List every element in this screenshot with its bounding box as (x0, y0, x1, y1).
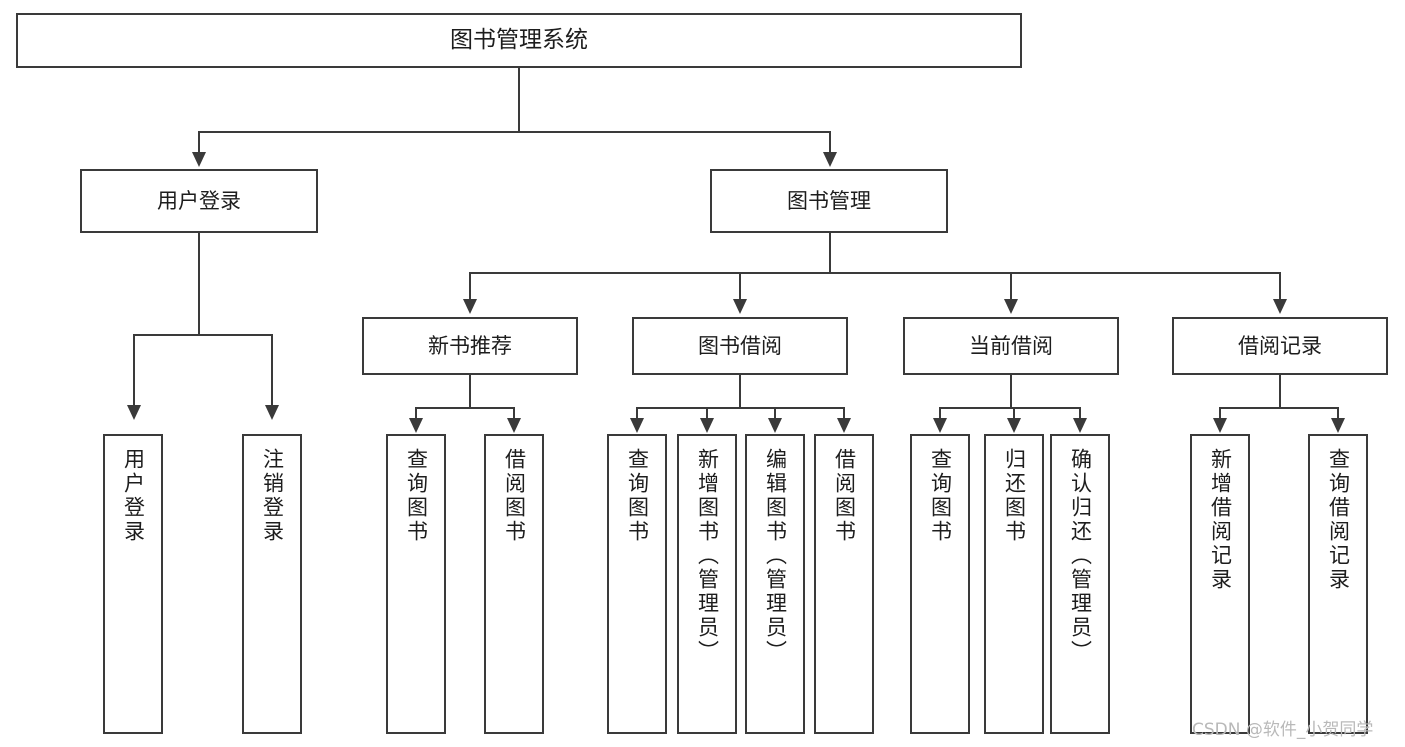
arrow-current-borrow-to-leaf-2 (1007, 418, 1021, 433)
node-book-borrow[interactable]: 图书借阅 (632, 317, 848, 375)
node-book-manage[interactable]: 图书管理 (710, 169, 948, 233)
node-leaf-add-record-label: 新增借阅记录 (1208, 448, 1233, 592)
node-leaf-add-book-label: 新增图书（管理员） (695, 448, 720, 664)
connector-root-bus (198, 131, 830, 133)
arrow-book-borrow-to-leaf-1 (630, 418, 644, 433)
node-book-borrow-label: 图书借阅 (698, 333, 782, 358)
connector-current-borrow-to-leaf-3 (1079, 407, 1081, 419)
node-borrow-record-label: 借阅记录 (1238, 333, 1322, 358)
node-leaf-query-book-cur-label: 查询图书 (928, 448, 953, 544)
arrow-user-login-to-leaf-1 (127, 405, 141, 420)
arrow-root-to-book-manage (823, 152, 837, 167)
node-book-manage-label: 图书管理 (787, 188, 871, 213)
connector-book-borrow-to-leaf-3 (774, 407, 776, 419)
connector-book-borrow-stem (739, 375, 741, 408)
node-leaf-query-book-cur[interactable]: 查询图书 (910, 434, 970, 734)
node-leaf-add-book[interactable]: 新增图书（管理员） (677, 434, 737, 734)
node-leaf-edit-book-label: 编辑图书（管理员） (763, 448, 788, 664)
connector-book-borrow-to-leaf-2 (706, 407, 708, 419)
node-leaf-borrow-book-rec-label: 借阅图书 (502, 448, 527, 544)
connector-borrow-record-to-leaf-2 (1337, 407, 1339, 419)
node-new-book-rec-label: 新书推荐 (428, 333, 512, 358)
connector-book-manage-stem (829, 233, 831, 273)
node-leaf-query-record[interactable]: 查询借阅记录 (1308, 434, 1368, 734)
connector-book-manage-to-current-borrow (1010, 272, 1012, 300)
arrow-book-borrow-to-leaf-4 (837, 418, 851, 433)
node-leaf-borrow-book-rec[interactable]: 借阅图书 (484, 434, 544, 734)
node-leaf-confirm-return-label: 确认归还（管理员） (1068, 448, 1093, 664)
connector-root-to-user-login (198, 131, 200, 155)
node-leaf-query-book-rec[interactable]: 查询图书 (386, 434, 446, 734)
node-current-borrow-label: 当前借阅 (969, 333, 1053, 358)
node-leaf-query-book-label: 查询图书 (625, 448, 650, 544)
node-leaf-return-book[interactable]: 归还图书 (984, 434, 1044, 734)
node-new-book-rec[interactable]: 新书推荐 (362, 317, 578, 375)
arrow-current-borrow-to-leaf-3 (1073, 418, 1087, 433)
node-user-login[interactable]: 用户登录 (80, 169, 318, 233)
node-leaf-borrow-book-label: 借阅图书 (832, 448, 857, 544)
connector-new-book-rec-to-leaf-1 (415, 407, 417, 419)
node-root[interactable]: 图书管理系统 (16, 13, 1022, 68)
connector-current-borrow-stem (1010, 375, 1012, 408)
connector-book-borrow-to-leaf-4 (843, 407, 845, 419)
node-leaf-edit-book[interactable]: 编辑图书（管理员） (745, 434, 805, 734)
connector-user-login-bus (133, 334, 273, 336)
connector-borrow-record-bus (1219, 407, 1338, 409)
connector-root-stem (518, 68, 520, 132)
connector-book-manage-to-book-borrow (739, 272, 741, 300)
connector-user-login-stem (198, 233, 200, 335)
connector-current-borrow-bus (939, 407, 1080, 409)
arrow-book-manage-to-current-borrow (1004, 299, 1018, 314)
node-leaf-query-book[interactable]: 查询图书 (607, 434, 667, 734)
connector-new-book-rec-bus (415, 407, 514, 409)
arrow-user-login-to-leaf-2 (265, 405, 279, 420)
connector-book-borrow-to-leaf-1 (636, 407, 638, 419)
node-user-login-label: 用户登录 (157, 188, 241, 213)
connector-user-login-to-leaf-2 (271, 334, 273, 406)
arrow-book-manage-to-borrow-record (1273, 299, 1287, 314)
connector-new-book-rec-to-leaf-2 (513, 407, 515, 419)
node-leaf-borrow-book[interactable]: 借阅图书 (814, 434, 874, 734)
csdn-watermark: CSDN @软件_小贺同学 (1192, 720, 1374, 740)
arrow-book-borrow-to-leaf-2 (700, 418, 714, 433)
arrow-borrow-record-to-leaf-2 (1331, 418, 1345, 433)
node-borrow-record[interactable]: 借阅记录 (1172, 317, 1388, 375)
arrow-root-to-user-login (192, 152, 206, 167)
arrow-new-book-rec-to-leaf-2 (507, 418, 521, 433)
connector-root-to-book-manage (829, 131, 831, 155)
node-leaf-user-login[interactable]: 用户登录 (103, 434, 163, 734)
connector-new-book-rec-stem (469, 375, 471, 408)
connector-current-borrow-to-leaf-2 (1013, 407, 1015, 419)
arrow-borrow-record-to-leaf-1 (1213, 418, 1227, 433)
connector-current-borrow-to-leaf-1 (939, 407, 941, 419)
node-leaf-logout-label: 注销登录 (260, 448, 285, 544)
connector-book-manage-to-new-book-rec (469, 272, 471, 300)
node-leaf-add-record[interactable]: 新增借阅记录 (1190, 434, 1250, 734)
node-leaf-user-login-label: 用户登录 (121, 448, 146, 544)
arrow-new-book-rec-to-leaf-1 (409, 418, 423, 433)
node-leaf-return-book-label: 归还图书 (1002, 448, 1027, 544)
node-leaf-query-record-label: 查询借阅记录 (1326, 448, 1351, 592)
connector-book-borrow-bus (636, 407, 844, 409)
connector-book-manage-to-borrow-record (1279, 272, 1281, 300)
connector-user-login-to-leaf-1 (133, 334, 135, 406)
connector-book-manage-bus (469, 272, 1281, 274)
arrow-book-manage-to-book-borrow (733, 299, 747, 314)
arrow-current-borrow-to-leaf-1 (933, 418, 947, 433)
connector-borrow-record-stem (1279, 375, 1281, 408)
node-leaf-logout[interactable]: 注销登录 (242, 434, 302, 734)
node-current-borrow[interactable]: 当前借阅 (903, 317, 1119, 375)
arrow-book-manage-to-new-book-rec (463, 299, 477, 314)
node-root-label: 图书管理系统 (450, 26, 588, 53)
node-leaf-confirm-return[interactable]: 确认归还（管理员） (1050, 434, 1110, 734)
node-leaf-query-book-rec-label: 查询图书 (404, 448, 429, 544)
connector-borrow-record-to-leaf-1 (1219, 407, 1221, 419)
arrow-book-borrow-to-leaf-3 (768, 418, 782, 433)
